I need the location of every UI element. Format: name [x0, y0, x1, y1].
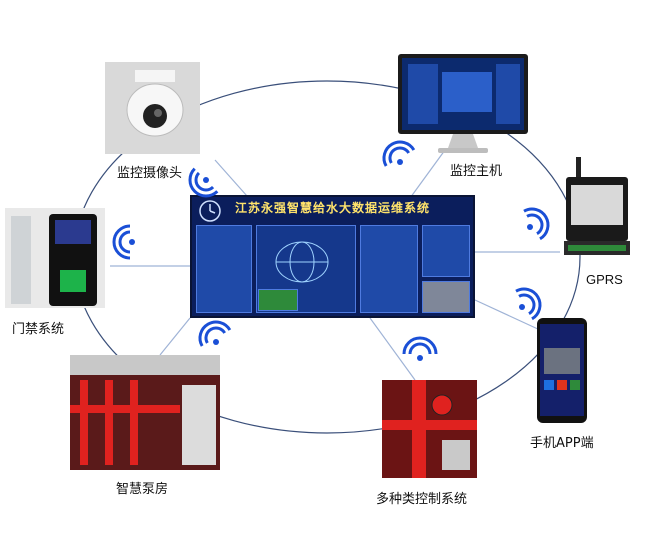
phone-icon: [537, 318, 587, 423]
gprs-router-icon: [564, 157, 630, 255]
host-monitor: [398, 52, 528, 162]
wall-panel-far-right: [422, 225, 470, 277]
control-label: 多种类控制系统: [376, 492, 468, 507]
wifi-icon: [112, 224, 135, 260]
link-pump: [159, 317, 191, 356]
pump-room-icon: [70, 355, 220, 470]
central-video-wall: 江苏永强智慧给水大数据运维系统: [190, 195, 475, 318]
pump-label: 智慧泵房: [116, 482, 169, 497]
gprs-device: [562, 155, 632, 263]
link-control: [369, 317, 416, 381]
control-photo: [382, 380, 477, 478]
camera-label: 监控摄像头: [117, 166, 183, 181]
access-terminal-icon: [5, 208, 105, 308]
wall-panel-left: [196, 225, 252, 313]
clock-icon: [199, 200, 221, 222]
pump-photo: [70, 355, 220, 470]
wall-panel-photo: [422, 281, 470, 313]
globe-graphic: [275, 241, 329, 283]
wall-title: 江苏永强智慧给水大数据运维系统: [234, 201, 430, 215]
valve-system-icon: [382, 380, 477, 478]
wifi-icon: [515, 287, 542, 321]
access-photo: [5, 208, 105, 308]
access-label: 门禁系统: [12, 322, 65, 337]
gprs-label: GPRS: [586, 272, 623, 287]
wifi-icon: [188, 167, 219, 198]
wall-panel-green: [258, 289, 298, 311]
app-phone: [537, 318, 587, 423]
camera-icon: [105, 62, 200, 154]
link-app: [474, 299, 541, 331]
host-label: 监控主机: [450, 164, 503, 179]
camera-photo: [105, 62, 200, 154]
wall-panel-right: [360, 225, 418, 313]
monitor-icon: [398, 54, 528, 153]
wifi-icon: [523, 207, 550, 241]
wifi-icon: [198, 320, 232, 347]
wall-panel-center: [256, 225, 356, 313]
wifi-icon: [402, 336, 438, 361]
wifi-icon: [382, 140, 416, 167]
app-label: 手机APP端: [530, 436, 594, 451]
